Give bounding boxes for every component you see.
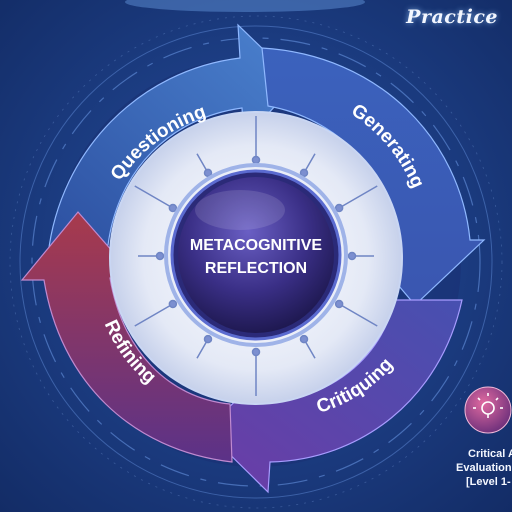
connector-node — [203, 334, 213, 344]
questioning-arrow[interactable] — [47, 23, 298, 256]
connector-node — [299, 168, 309, 178]
side-card-line1: Critical A — [468, 448, 512, 460]
connector-node — [203, 168, 213, 178]
inner-disc-edge — [109, 111, 403, 405]
core-highlight — [195, 190, 285, 230]
connector-node — [251, 155, 261, 165]
connector-node — [334, 299, 344, 309]
connector-node — [168, 203, 178, 213]
connector-node — [155, 251, 165, 261]
side-card-line2: Evaluation — [456, 462, 512, 474]
connector-node — [168, 299, 178, 309]
side-card-icon[interactable] — [464, 386, 512, 434]
core-halo — [164, 163, 348, 347]
connector-lines — [134, 116, 378, 396]
side-card-line3: [Level 1- — [466, 476, 511, 488]
connector-node — [251, 347, 261, 357]
core-sphere[interactable] — [178, 177, 334, 333]
practice-label: Practice — [406, 6, 498, 28]
lightbulb-icon — [473, 393, 503, 418]
connector-node — [347, 251, 357, 261]
connector-node — [334, 203, 344, 213]
center-title-line2: REFLECTION — [205, 260, 307, 277]
connector-node — [299, 334, 309, 344]
critiquing-arrow[interactable] — [204, 299, 463, 494]
center-title-line1: METACOGNITIVE — [190, 237, 322, 254]
side-card-text: Critical A Evaluation [Level 1- — [452, 447, 512, 489]
refining-arrow[interactable] — [20, 211, 233, 463]
decorative-rings — [9, 15, 503, 509]
top-glow — [125, 0, 365, 12]
